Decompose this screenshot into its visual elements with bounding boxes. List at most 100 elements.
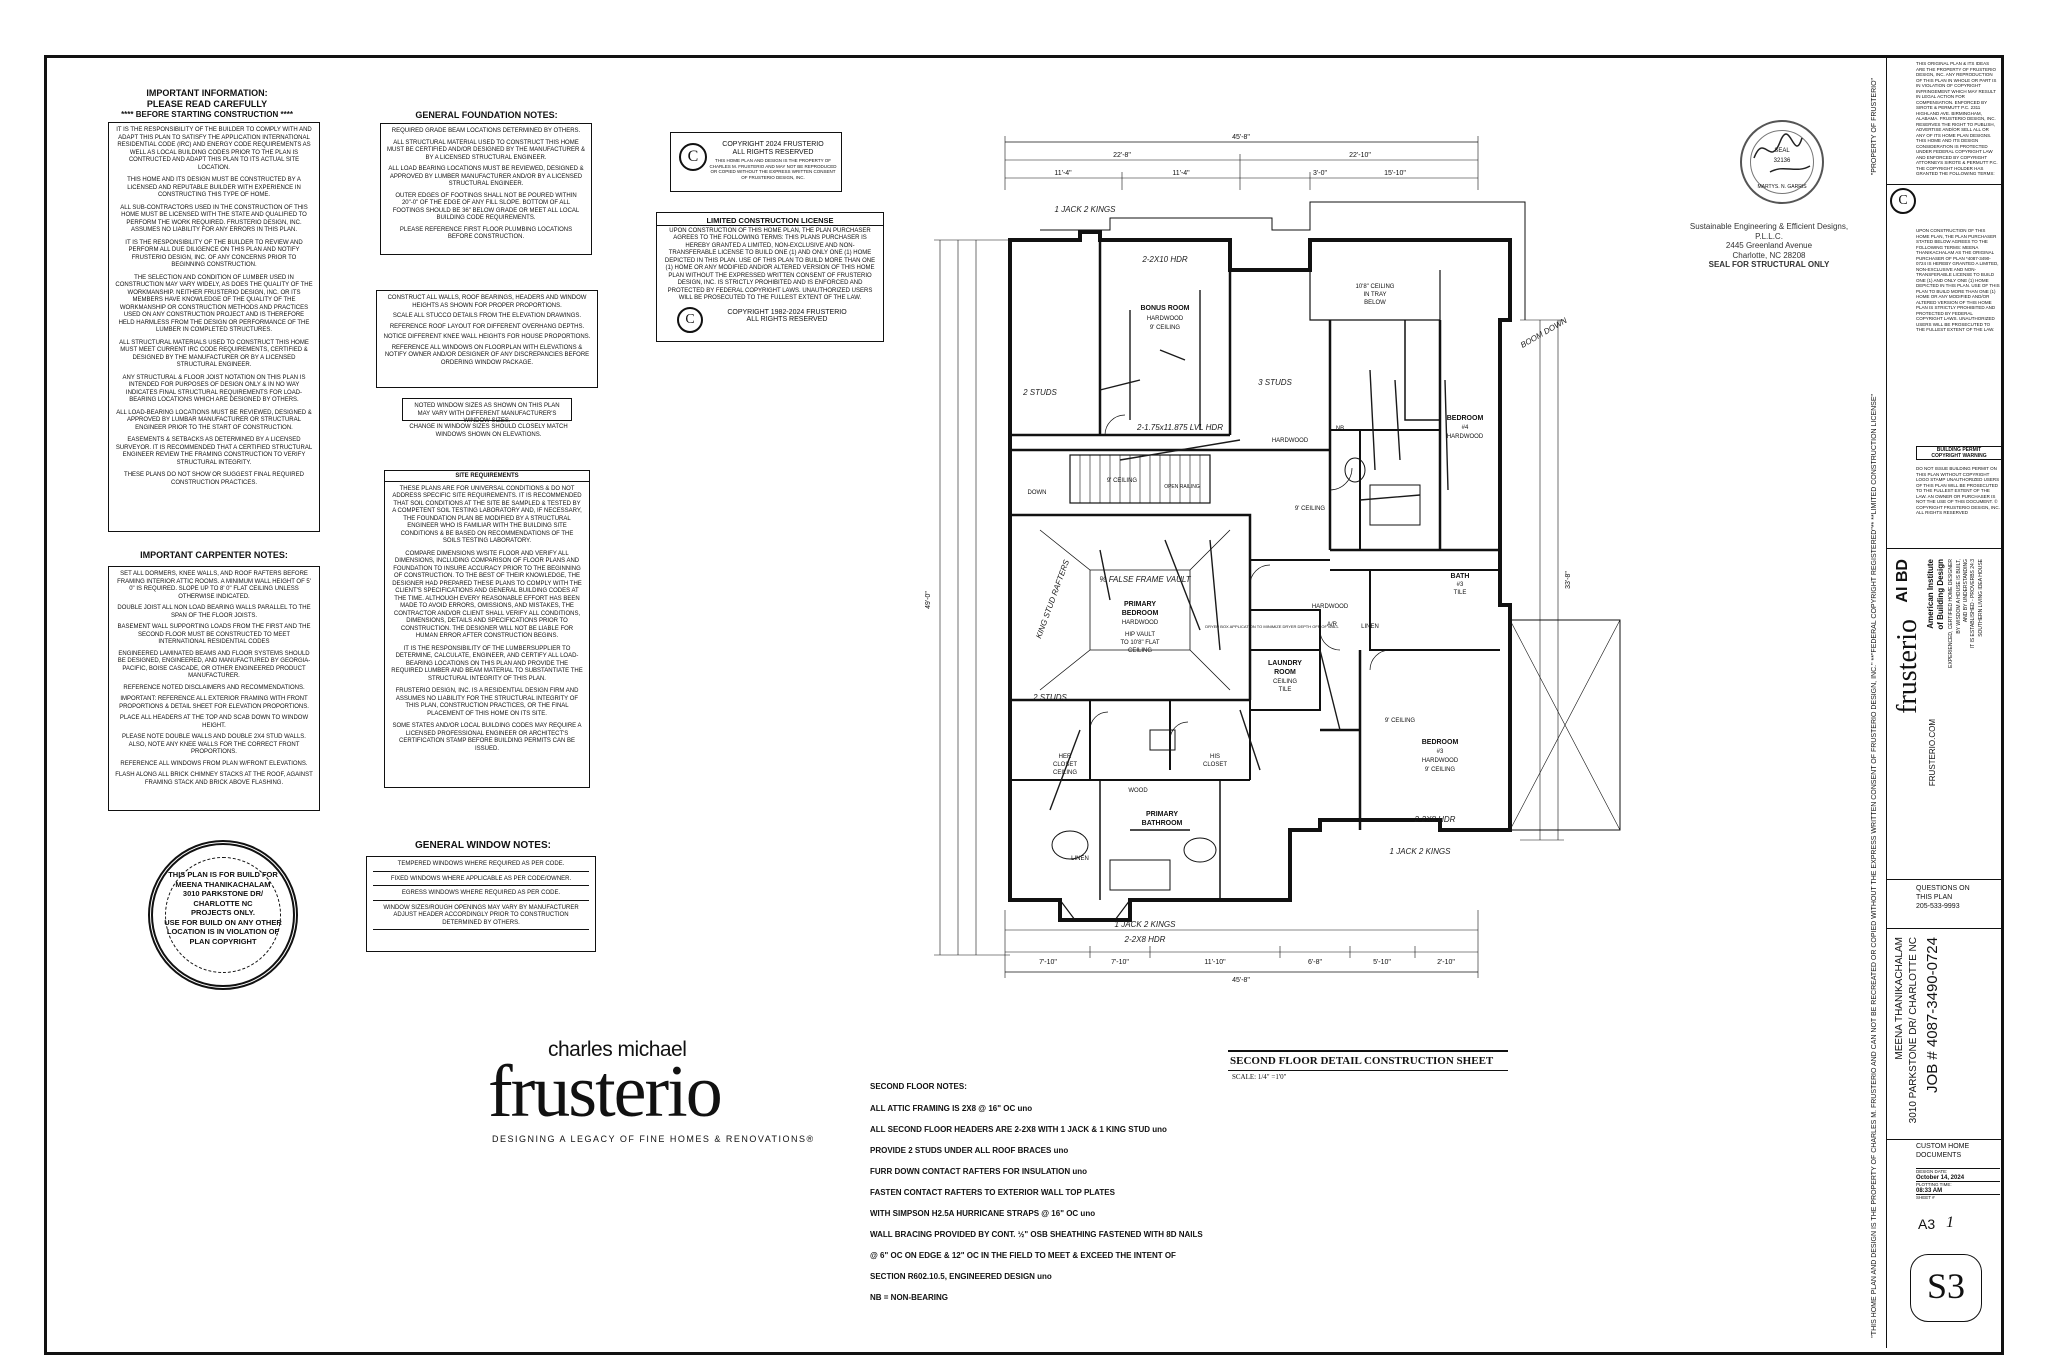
room-laundry-2: ROOM (1274, 669, 1296, 676)
questions-1: QUESTIONS ON (1916, 885, 1970, 892)
permit-warning-box: BUILDING PERMIT COPYRIGHT WARNING (1916, 446, 2002, 460)
important-info-paragraph: THE SELECTION AND CONDITION OF LUMBER US… (115, 274, 313, 334)
room-bed3-name: BEDROOM (1422, 739, 1459, 746)
client-panel: MEENA THANIKACHALAM 3010 PARKSTONE DR/ C… (1886, 928, 2002, 1140)
license-box: LIMITED CONSTRUCTION LICENSE UPON CONSTR… (656, 212, 884, 342)
license-copyright-2: ALL RIGHTS RESERVED (746, 316, 828, 323)
aibd-mark-icon: AI BD (1894, 559, 1911, 603)
important-info-title-2: PLEASE READ CAREFULLY (146, 99, 268, 109)
questions-2: THIS PLAN (1916, 894, 1953, 901)
hand-bonus-hdr: 2-2X10 HDR (1141, 255, 1188, 264)
room-bath3-floor: TILE (1454, 590, 1467, 596)
tagline-5: SOUTHERN LIVING IDEA HOUSE (1978, 559, 1984, 637)
license-title: LIMITED CONSTRUCTION LICENSE (657, 217, 883, 226)
dim-top-sub-3: 3'-0" (1313, 170, 1327, 177)
hand-bath-kings: 1 JACK 2 KINGS (1115, 920, 1177, 929)
dim-left-overall: 49'-0" (925, 591, 932, 609)
permit-text: DO NOT ISSUE BUILDING PERMIT ON THIS PLA… (1916, 466, 2000, 515)
s3-stamp: S3 (1910, 1254, 1982, 1322)
copyright-fine-print: THIS HOME PLAN AND DESIGN IS THE PROPERT… (709, 158, 837, 180)
permit-line-1: BUILDING PERMIT (1936, 447, 1982, 453)
second-floor-notes: SECOND FLOOR NOTES: ALL ATTIC FRAMING IS… (870, 1082, 1350, 1314)
framing-note: REFERENCE ROOF LAYOUT FOR DIFFERENT OVER… (389, 323, 585, 330)
build-seal-line: CHARLOTTE NC (193, 898, 253, 908)
build-seal-line: 3010 PARKSTONE DR/ (182, 889, 264, 898)
framing-note: REFERENCE ALL WINDOWS ON FLOORPLAN WITH … (384, 344, 590, 366)
room-laundry-1: LAUNDRY (1268, 660, 1302, 667)
important-info-paragraph: ALL STRUCTURAL MATERIALS USED TO CONSTRU… (119, 339, 309, 369)
copyright-symbol-icon: C (679, 143, 707, 171)
tray-line-2: IN TRAY (1363, 292, 1386, 298)
hall-hardwood: HARDWOOD (1272, 438, 1309, 444)
important-info-paragraph: ALL SUB-CONTRACTORS USED IN THE CONSTRUC… (120, 204, 308, 234)
carpenter-note: PLEASE NOTE DOUBLE WALLS AND DOUBLE 2X4 … (122, 734, 306, 755)
ac-label: A/R (1327, 622, 1338, 628)
plotting-time: 08:33 AM (1916, 1188, 1943, 1194)
build-seal-line: USE FOR BUILD ON ANY OTHER (164, 917, 282, 927)
dim-top-right: 22'-10" (1349, 152, 1371, 159)
window-notes-title: GENERAL WINDOW NOTES: (415, 840, 551, 851)
important-info-header: IMPORTANT INFORMATION: PLEASE READ CAREF… (112, 88, 302, 120)
carpenter-note: BASEMENT WALL SUPPORTING LOADS FROM THE … (117, 624, 311, 645)
tray-line-1: 10'8" CEILING (1356, 284, 1395, 290)
title-copyright-icon: C (1890, 188, 1916, 214)
dim-bottom-2: 7'-10" (1111, 959, 1129, 966)
foundation-notes-box: REQUIRED GRADE BEAM LOCATIONS DETERMINED… (380, 123, 592, 255)
window-size-note: NOTED WINDOW SIZES AS SHOWN ON THIS PLAN… (414, 403, 560, 424)
second-floor-plan: 45'-8" 22'-8" 22'-10" 11'-4" 11'-4" 3'-0… (925, 134, 1621, 984)
linen-label: LINEN (1071, 856, 1089, 862)
dim-bottom-1: 7'-10" (1039, 959, 1057, 966)
second-floor-note: ALL ATTIC FRAMING IS 2X8 @ 16" OC uno (870, 1104, 1033, 1113)
logo-main-text: frusterio (488, 1051, 723, 1133)
hand-top-headers: 1 JACK 2 KINGS (1055, 205, 1117, 214)
design-date-label: DESIGN DATE: (1916, 1169, 1948, 1174)
site-requirement-paragraph: SOME STATES AND/OR LOCAL BUILDING CODES … (392, 723, 582, 752)
copyright-strip-notice: "THIS HOME PLAN AND DESIGN IS THE PROPER… (1871, 394, 1878, 1338)
ceiling-9-b: 9' CEILING (1295, 506, 1325, 512)
dim-bottom-5: 5'-10" (1373, 959, 1391, 966)
room-laundry-3: CEILING (1273, 679, 1297, 685)
hand-studs-b: 3 STUDS (1258, 378, 1292, 387)
linen-label-2: LINEN (1361, 624, 1379, 630)
hand-studs-c: 2 STUDS (1032, 693, 1067, 702)
her-closet-2: CLOSET (1053, 762, 1077, 768)
tagline-3: AND BY UNDERSTANDING (1963, 559, 1969, 623)
sheet-title-block: SECOND FLOOR DETAIL CONSTRUCTION SHEET S… (1228, 1050, 1508, 1081)
carpenter-note: SET ALL DORMERS, KNEE WALLS, AND ROOF RA… (117, 571, 311, 600)
site-requirements-title: SITE REQUIREMENTS (385, 473, 589, 482)
dim-top-sub-4: 15'-10" (1384, 170, 1406, 177)
engineer-line-2: P.L.L.C. (1755, 231, 1783, 241)
second-floor-note: @ 6" OC ON EDGE & 12" OC IN THE FIELD TO… (870, 1251, 1176, 1260)
design-date-box: DESIGN DATE: October 14, 2024 PLOTTING T… (1916, 1168, 2000, 1201)
engineer-seal-name: MARTYS. N. GARRIS (1757, 184, 1807, 190)
carpenter-note: ENGINEERED LAMINATED BEAMS AND FLOOR SYS… (117, 650, 311, 680)
carpenter-note: IMPORTANT: REFERENCE ALL EXTERIOR FRAMIN… (119, 696, 309, 710)
copyright-strip-property: "PROPERTY OF FRUSTERIO" (1871, 78, 1878, 176)
engineer-signature-icon (1753, 133, 1811, 173)
foundation-notes-title: GENERAL FOUNDATION NOTES: (415, 110, 558, 120)
window-note: FIXED WINDOWS WHERE APPLICABLE AS PER CO… (373, 876, 589, 886)
room-primary-bed-floor: HARDWOOD (1122, 620, 1159, 626)
second-floor-note: ALL SECOND FLOOR HEADERS ARE 2-2X8 WITH … (870, 1125, 1167, 1134)
sheet-scale: SCALE: 1/4" =1'0" (1232, 1073, 1287, 1081)
primary-vault-1: HIP VAULT (1125, 632, 1155, 638)
second-floor-note: FASTEN CONTACT RAFTERS TO EXTERIOR WALL … (870, 1188, 1115, 1197)
carpenter-note: FLASH ALONG ALL BRICK CHIMNEY STACKS AT … (115, 772, 313, 786)
dim-bottom-6: 2'-10" (1437, 959, 1455, 966)
job-number: JOB # 4087-3490-0724 (1924, 937, 1941, 1093)
carpenter-note: REFERENCE NOTED DISCLAIMERS AND RECOMMEN… (123, 684, 305, 691)
stair-down: DOWN (1028, 490, 1047, 496)
carpenter-note: DOUBLE JOIST ALL NON LOAD BEARING WALLS … (117, 605, 311, 619)
permit-line-2: COPYRIGHT WARNING (1931, 453, 1987, 459)
framing-note: SCALE ALL STUCCO DETAILS FROM THE ELEVAT… (392, 313, 582, 319)
room-bath3-number: #3 (1457, 582, 1464, 588)
carpenter-notes-title: IMPORTANT CARPENTER NOTES: (140, 550, 288, 560)
build-seal-line: PROJECTS ONLY. (191, 908, 255, 917)
title-license-text: UPON CONSTRUCTION OF THIS HOME PLAN, THE… (1916, 228, 2000, 332)
foundation-note: REQUIRED GRADE BEAM LOCATIONS DETERMINED… (391, 128, 581, 134)
important-info-paragraph: THIS HOME AND ITS DESIGN MUST BE CONSTRU… (127, 177, 301, 198)
engineer-line-5: SEAL FOR STRUCTURAL ONLY (1708, 260, 1830, 269)
dim-right-overall: 33'-8" (1565, 571, 1572, 589)
license-copyright-icon: C (677, 306, 703, 333)
